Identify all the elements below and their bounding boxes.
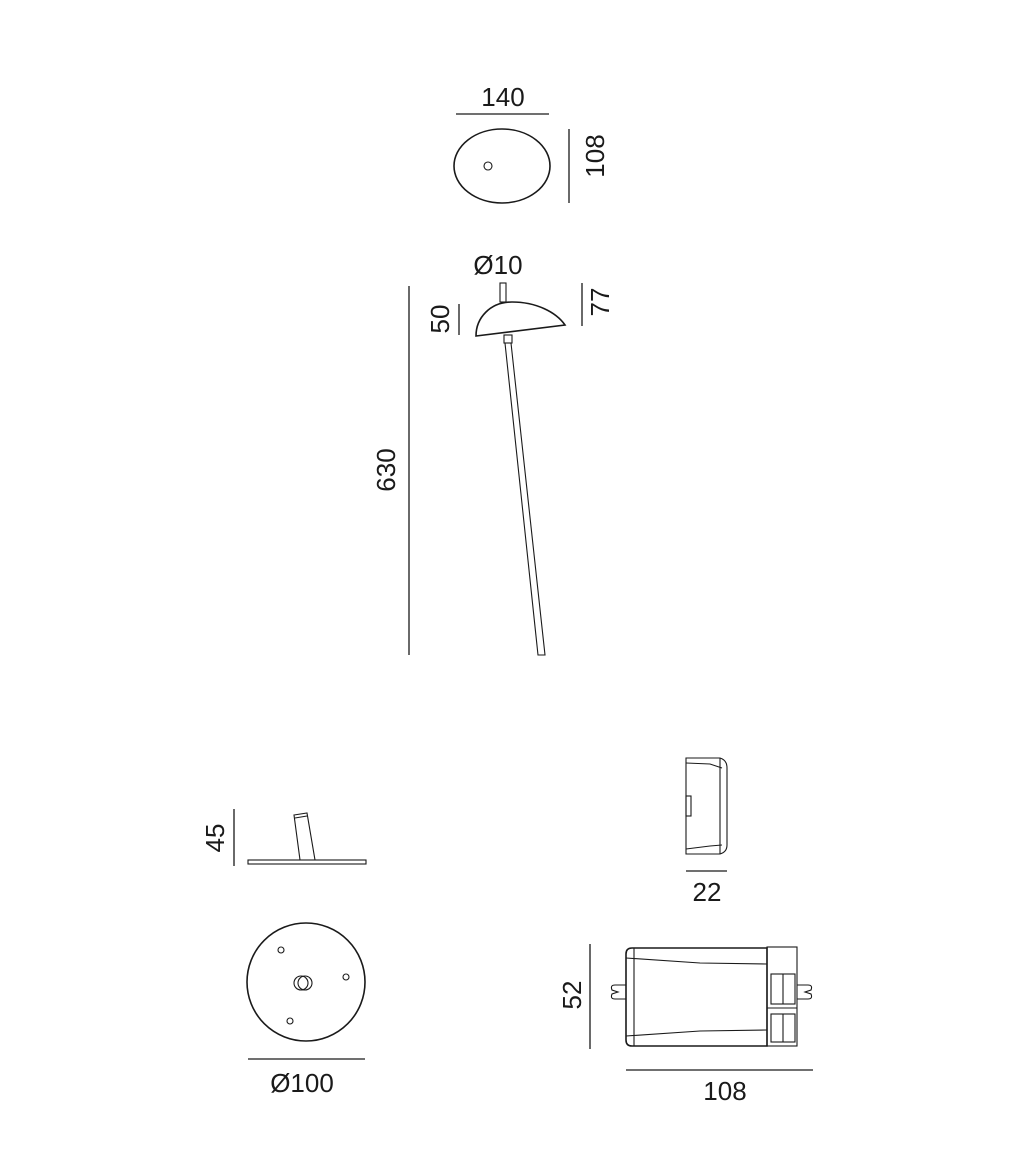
shade-outline [453, 128, 551, 204]
driver-side-view: 22 [685, 757, 728, 907]
base-spigot [293, 812, 316, 861]
base-screw-hole [277, 946, 285, 954]
driver-top-view: 52 108 [557, 944, 813, 1106]
base-height-label: 45 [200, 824, 230, 853]
base-center-hole [293, 975, 309, 991]
shade-dome [475, 301, 567, 337]
driver-right-mount-tab [797, 984, 813, 1000]
driver-taper-top [625, 957, 768, 965]
driver-terminal-block [766, 946, 798, 1047]
shade-width-label: 140 [481, 82, 524, 112]
shade-top-view: 140 108 [453, 82, 610, 204]
stem-diameter-label: Ø10 [473, 250, 522, 280]
shade-height-label: 108 [580, 134, 610, 177]
base-center-hole-offset [297, 975, 313, 991]
overall-height-label: 630 [371, 448, 401, 491]
shade-stem-hole [483, 161, 493, 171]
driver-side-clip [685, 795, 692, 817]
driver-left-mount-tab [610, 984, 626, 1000]
driver-height-label: 52 [557, 981, 587, 1010]
driver-depth-label: 22 [693, 877, 722, 907]
shade-total-height-label: 77 [585, 288, 615, 317]
driver-length-label: 108 [703, 1076, 746, 1106]
base-disc [246, 922, 366, 1042]
shade-height-label: 50 [425, 305, 455, 334]
spigot-cap [294, 815, 308, 819]
base-plate [247, 859, 367, 865]
stem-top [499, 282, 507, 303]
base-screw-hole [342, 973, 350, 981]
driver-taper-bottom [625, 1029, 768, 1037]
base-diameter-label: Ø100 [270, 1068, 334, 1098]
base-screw-hole [286, 1017, 294, 1025]
base-top-view: Ø100 [246, 922, 366, 1098]
base-side-view: 45 [200, 809, 367, 866]
lamp-side-view: Ø10 50 77 630 [371, 250, 615, 656]
driver-side-body [685, 757, 728, 855]
driver-body [625, 947, 768, 1047]
stem-joint [503, 334, 513, 344]
driver-side-taper-top [685, 762, 723, 769]
lamp-pole [504, 342, 546, 656]
driver-side-taper-bottom [685, 844, 723, 850]
